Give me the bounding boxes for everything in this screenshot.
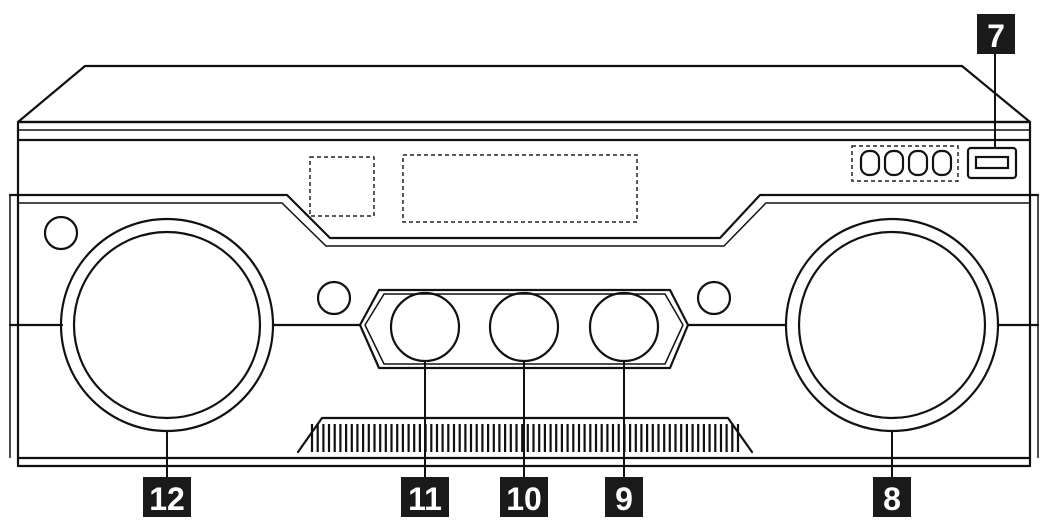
right-speaker-cone <box>797 230 987 420</box>
callout-knob-middle-bg <box>500 477 548 517</box>
left-speaker <box>59 217 275 433</box>
right-speaker-outer-ring <box>784 217 1000 433</box>
top-lid <box>16 64 1032 124</box>
callout-knob-right: 9 <box>605 477 643 517</box>
knob-right[interactable] <box>588 291 660 363</box>
sensor-window <box>309 156 375 217</box>
control-button-2[interactable] <box>883 149 905 177</box>
callout-knob-left-label: 11 <box>408 481 442 517</box>
knob-housing-inner <box>364 293 684 365</box>
indicator-center-left <box>316 280 352 316</box>
lid-edge <box>16 120 1032 142</box>
callout-usb-port-bg <box>977 14 1015 54</box>
button-group-outline <box>851 145 959 182</box>
control-button-1[interactable] <box>859 149 881 177</box>
callout-left-speaker-label: 12 <box>149 481 185 517</box>
indicator-center-right <box>696 280 732 316</box>
display-recess <box>8 193 1040 240</box>
callout-right-speaker: 8 <box>873 477 911 517</box>
callout-right-speaker-bg <box>873 477 911 517</box>
usb-port[interactable] <box>966 146 1018 180</box>
usb-port-slot <box>974 155 1010 170</box>
left-speaker-cone <box>72 230 262 420</box>
knob-left[interactable] <box>389 291 461 363</box>
callout-left-speaker-bg <box>143 477 191 517</box>
usb-port-frame <box>966 146 1018 180</box>
callout-knob-left-bg <box>401 477 449 517</box>
left-speaker-outer-ring <box>59 217 275 433</box>
knob-middle[interactable] <box>488 291 560 363</box>
callout-left-speaker: 12 <box>143 477 191 517</box>
right-speaker <box>784 217 1000 433</box>
callout-right-speaker-label: 8 <box>883 481 901 517</box>
control-button-4[interactable] <box>931 149 953 177</box>
callout-knob-middle: 10 <box>500 477 548 517</box>
control-button-3[interactable] <box>907 149 929 177</box>
callout-usb-port-label: 7 <box>987 18 1005 54</box>
upper-panel-contour <box>8 193 1040 247</box>
callout-usb-port: 7 <box>977 14 1015 54</box>
knob-housing-outline <box>358 288 690 370</box>
callout-knob-middle-label: 10 <box>506 481 542 517</box>
callout-knob-right-label: 9 <box>615 481 633 517</box>
indicator-left <box>43 215 79 251</box>
callout-knob-right-bg <box>605 477 643 517</box>
knob-housing <box>358 288 690 370</box>
top-button-group <box>851 145 959 182</box>
callout-knob-left: 11 <box>401 477 449 517</box>
display-window <box>402 154 638 223</box>
display-recess-inner <box>18 202 1030 247</box>
